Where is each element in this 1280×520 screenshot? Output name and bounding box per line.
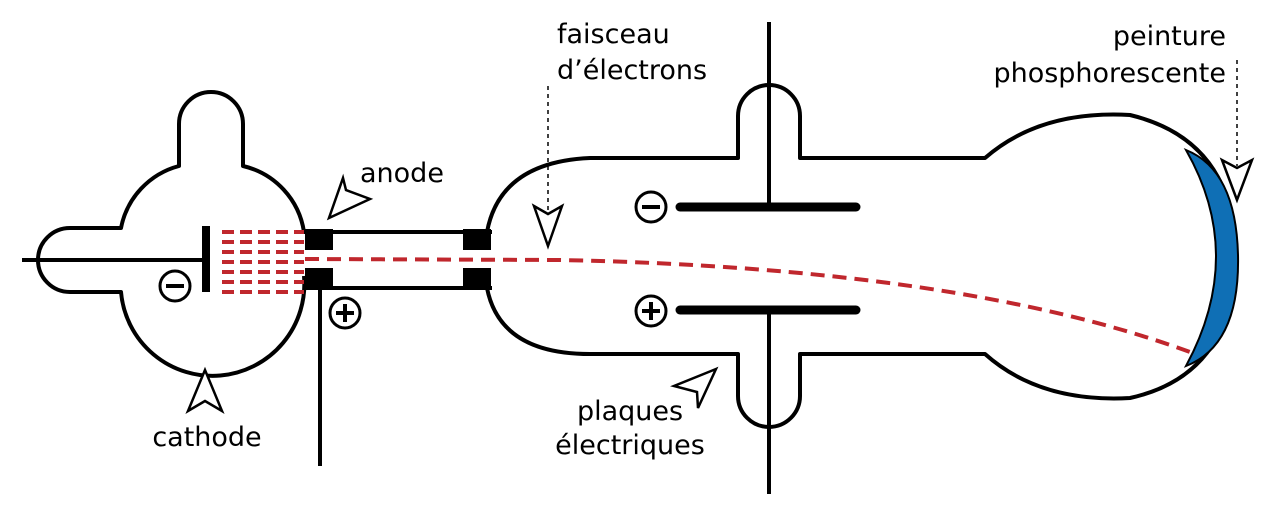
plus-sign-icon: [328, 296, 362, 330]
cathode-pointer-icon: [185, 366, 225, 414]
faisceau-label-line2: d’électrons: [557, 55, 707, 86]
plaques-label-line1: plaques: [577, 396, 683, 427]
cathode-bulb: [36, 90, 307, 378]
anode-blocks: [305, 229, 491, 289]
electron-beam: [304, 257, 1191, 354]
faisceau-label-line1: faisceau: [557, 19, 670, 50]
wires: [22, 22, 771, 494]
main-tube-top: [485, 83, 1238, 256]
anode-label: anode: [360, 158, 444, 189]
plaques-label-line2: électriques: [555, 430, 705, 461]
tube-outline: [36, 83, 1238, 429]
faisceau-pointer-icon: [531, 203, 565, 250]
minus-sign-icon: [158, 269, 192, 303]
plates-pointer-icon: [670, 366, 719, 409]
cathode-label: cathode: [152, 422, 261, 453]
plus-sign-icon: [634, 294, 668, 328]
peinture-label-line1: peinture: [1113, 21, 1226, 52]
minus-sign-icon: [634, 190, 668, 224]
peinture-label-line2: phosphorescente: [993, 58, 1226, 89]
emission-lines: [222, 230, 304, 294]
phosphor-screen: [1183, 148, 1240, 368]
peinture-pointer-icon: [1219, 157, 1255, 204]
anode-pointer-icon: [326, 173, 374, 221]
main-tube-bottom: [485, 254, 1238, 429]
